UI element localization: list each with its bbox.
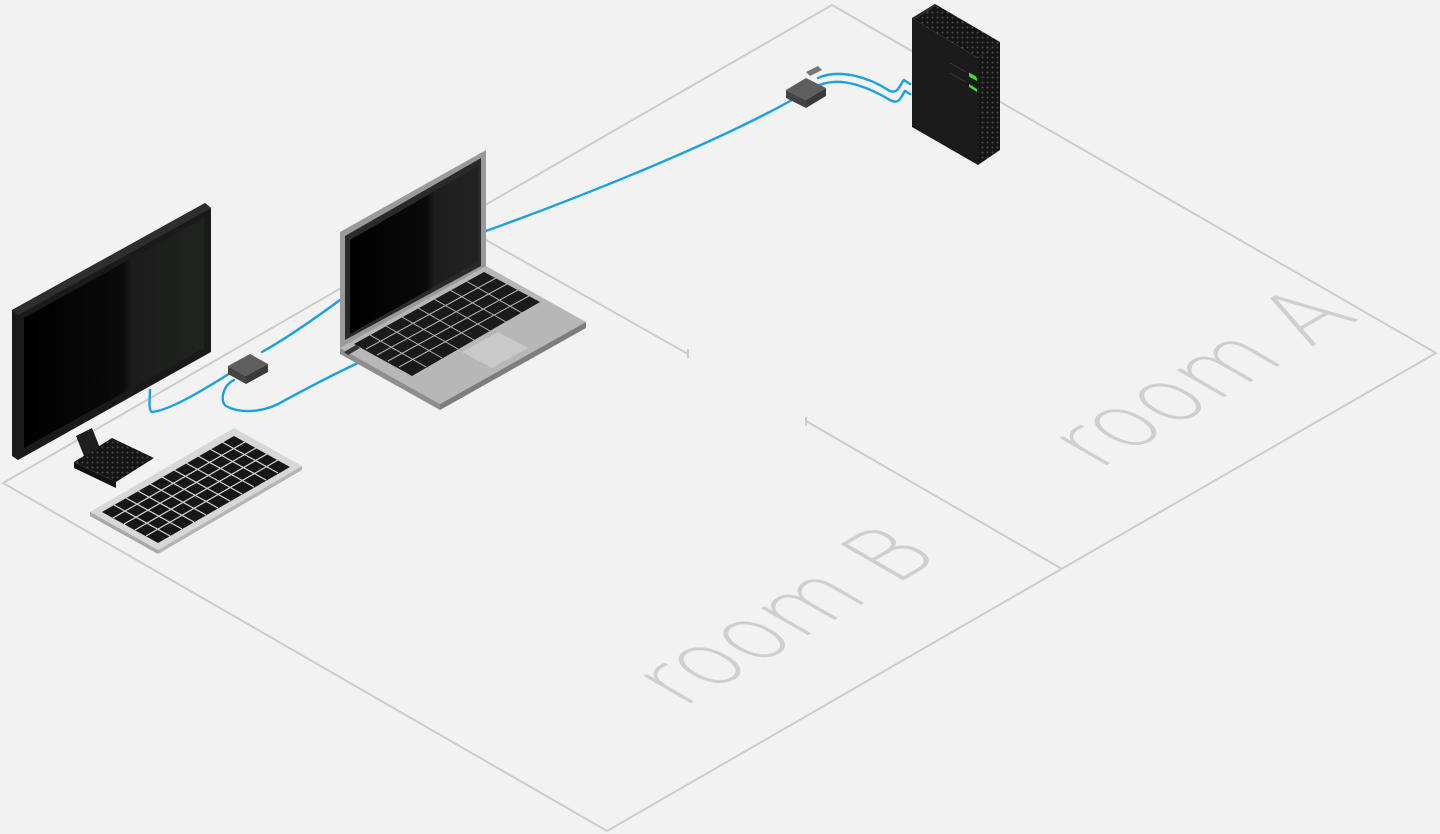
room-divider <box>485 239 689 355</box>
router-led-1 <box>969 73 977 81</box>
room-b-label: room B <box>602 512 962 720</box>
floor-perimeter <box>0 3 1439 833</box>
cable-laptop-to-desk-hub <box>260 298 342 354</box>
keyboard-icon <box>90 428 302 554</box>
cable-router-hub-to-router-1 <box>816 72 912 93</box>
room-divider-lower <box>805 420 1063 570</box>
cables <box>148 72 912 414</box>
router-led-2 <box>969 84 977 92</box>
laptop-icon <box>340 150 586 410</box>
cable-desk-hub-to-monitor <box>148 370 234 414</box>
floor-outline <box>0 3 1439 833</box>
cable-router-hub-to-router-2 <box>818 80 912 103</box>
room-a-label: room A <box>1018 273 1380 482</box>
monitor-icon <box>12 203 211 488</box>
laptop-keys <box>365 277 530 368</box>
keyboard-keys <box>112 441 279 537</box>
cable-desk-hub-to-laptop-port <box>221 360 362 413</box>
router-icon <box>912 4 1000 165</box>
cable-laptop-to-router-hub <box>484 98 794 233</box>
adapter-icon-router <box>786 66 826 108</box>
adapter-icon-desk <box>228 354 268 384</box>
